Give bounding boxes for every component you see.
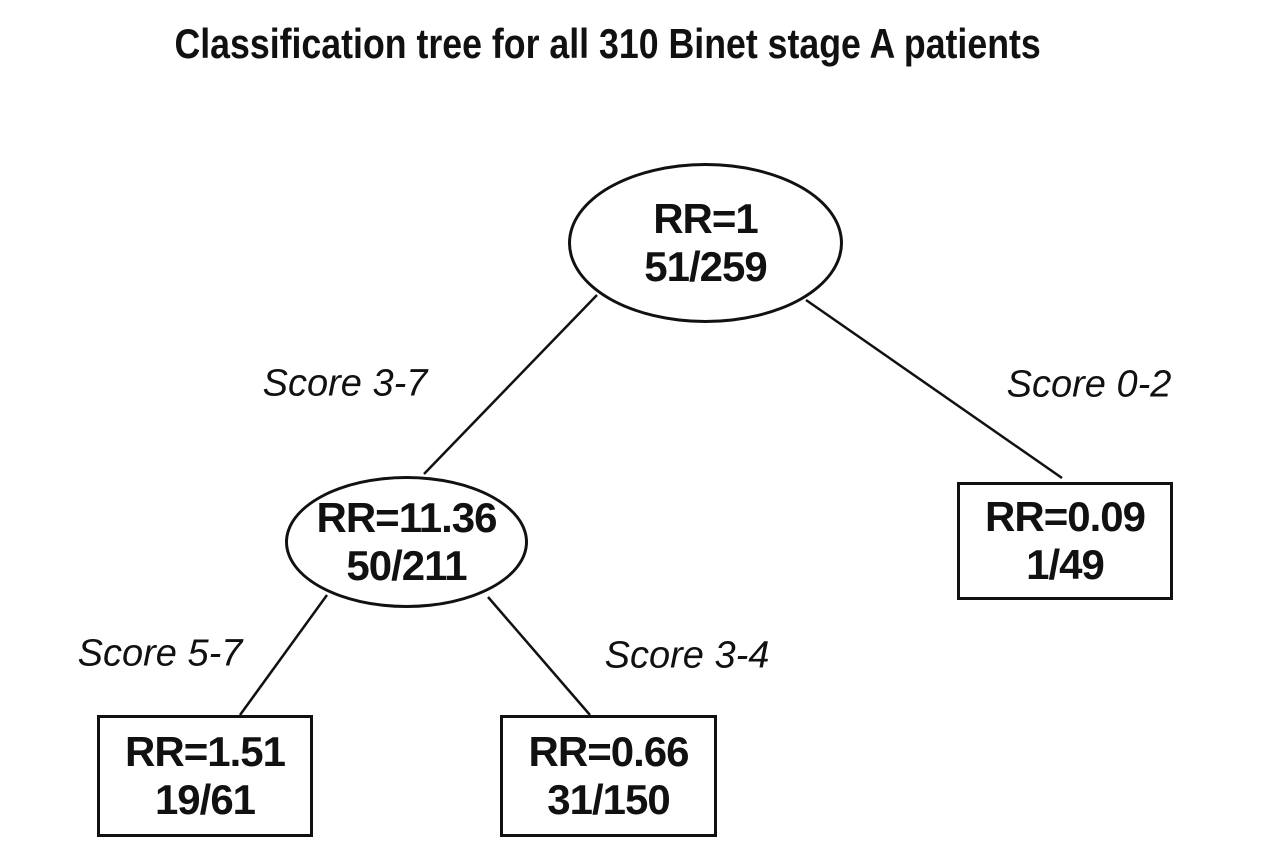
edge-label-score-3-7: Score 3-7 bbox=[262, 362, 428, 405]
edge-label-score-3-4: Score 3-4 bbox=[604, 634, 770, 677]
figure-title-text: Classification tree for all 310 Binet st… bbox=[174, 20, 1042, 67]
edge-score37-to-score57 bbox=[238, 594, 329, 716]
node-score-3-4: RR=0.66 31/150 bbox=[500, 715, 717, 837]
node-score-5-7-rr: RR=1.51 bbox=[125, 728, 286, 775]
node-score-3-4-count: 31/150 bbox=[547, 776, 670, 823]
node-root-count: 51/259 bbox=[644, 243, 767, 290]
edge-label-score-5-7: Score 5-7 bbox=[77, 632, 243, 675]
node-score-5-7-count: 19/61 bbox=[154, 776, 256, 823]
node-score-0-2-rr: RR=0.09 bbox=[985, 493, 1146, 540]
node-score-0-2-count: 1/49 bbox=[1026, 541, 1105, 588]
node-score-3-7: RR=11.36 50/211 bbox=[285, 476, 528, 608]
node-score-3-7-count: 50/211 bbox=[346, 542, 467, 589]
node-score-5-7: RR=1.51 19/61 bbox=[97, 715, 313, 837]
edge-root-to-score02 bbox=[805, 298, 1063, 480]
node-root: RR=1 51/259 bbox=[568, 163, 843, 323]
node-score-3-7-rr: RR=11.36 bbox=[316, 494, 498, 541]
node-score-0-2: RR=0.09 1/49 bbox=[957, 482, 1173, 600]
figure-title: Classification tree for all 310 Binet st… bbox=[0, 20, 1216, 68]
node-root-rr: RR=1 bbox=[653, 195, 759, 242]
edge-label-score-0-2: Score 0-2 bbox=[1006, 363, 1172, 406]
edge-root-to-score37 bbox=[423, 294, 598, 475]
edge-score37-to-score34 bbox=[487, 596, 591, 716]
node-score-3-4-rr: RR=0.66 bbox=[528, 728, 690, 775]
